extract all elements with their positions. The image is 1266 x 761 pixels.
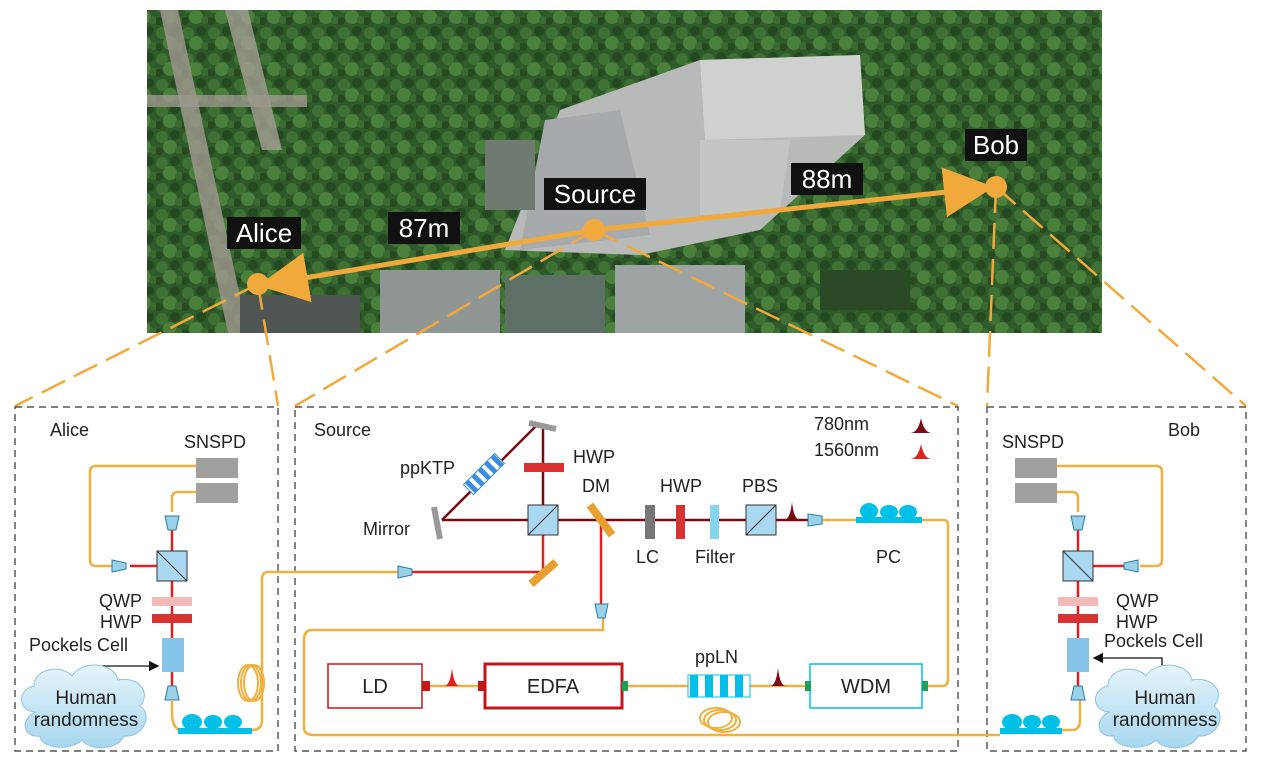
fiber-source-to-alice <box>220 570 398 732</box>
bob-snspd-detector-1 <box>1015 458 1057 478</box>
wdm-label: WDM <box>841 676 891 698</box>
bob-hwp-label: HWP <box>1116 612 1158 632</box>
fiber-pc-to-wdm <box>920 518 950 688</box>
pulse-780-icon <box>784 502 800 520</box>
filter <box>710 505 719 539</box>
source-hwp-mid-label: HWP <box>660 476 702 496</box>
liquid-crystal <box>645 505 655 539</box>
ppktp-label: ppKTP <box>400 458 455 478</box>
ppln-label: ppLN <box>695 647 738 667</box>
bob-panel-frame <box>986 406 1247 752</box>
distance-label-alice: 87m <box>399 213 450 243</box>
bob-qwp <box>1058 597 1098 606</box>
bob-qwp-label: QWP <box>1116 591 1159 611</box>
bob-collimator-top <box>1070 515 1086 531</box>
alice-cloud-line2: randomness <box>34 710 139 731</box>
pbs-label: PBS <box>742 476 778 496</box>
alice-qwp-label: QWP <box>99 591 142 611</box>
ppln-crystal <box>687 674 751 698</box>
source-bottom-mirror <box>528 558 559 588</box>
legend-780nm-pulse-icon <box>910 418 932 433</box>
pulse-1560-icon-1 <box>444 668 460 686</box>
arrow-to-alice <box>258 227 595 303</box>
source-top-mirror <box>528 420 557 432</box>
alice-panel-frame <box>14 406 279 752</box>
fiber-coil-ppln <box>699 707 741 733</box>
source-collimator-output <box>807 513 823 527</box>
alice-qwp <box>152 597 192 606</box>
bob-pockels-label: Pockels Cell <box>1104 631 1203 651</box>
alice-pockels-label: Pockels Cell <box>29 635 128 655</box>
ppktp-crystal <box>462 452 506 496</box>
source-hwp-top <box>524 463 564 472</box>
alice-snspd-detector-2 <box>196 483 238 503</box>
source-hwp-mid <box>676 505 685 539</box>
source-panel: Source 780nm 1560nm Mirror <box>314 414 932 710</box>
alice-collimator-side <box>111 559 127 573</box>
alice-pockels-cell <box>162 638 184 672</box>
alice-polarization-controller <box>178 714 252 734</box>
alice-panel-title: Alice <box>50 420 89 440</box>
dm-label: DM <box>582 476 610 496</box>
map-label-bob: Bob <box>973 130 1019 160</box>
bob-pockels-cell <box>1067 638 1089 672</box>
alice-cloud-line1: Human <box>55 688 116 709</box>
alice-hwp-label: HWP <box>100 612 142 632</box>
ld-label: LD <box>362 676 388 698</box>
zoom-connectors <box>14 186 1247 408</box>
legend-780nm-label: 780nm <box>814 414 869 434</box>
alice-panel: Alice SNSPD QWP HWP Pockels Cell <box>21 420 252 749</box>
filter-label: Filter <box>695 547 735 567</box>
bob-hwp <box>1058 614 1098 623</box>
arrow-to-bob <box>593 167 994 233</box>
dichroic-mirror <box>586 502 616 538</box>
bob-cloud-line1: Human <box>1134 688 1195 709</box>
legend-1560nm-pulse-icon <box>910 444 932 459</box>
bob-collimator-bottom <box>1070 685 1086 701</box>
source-polarization-controller <box>856 503 922 523</box>
wdm-box <box>809 663 923 709</box>
edfa-label: EDFA <box>527 676 580 698</box>
bob-human-randomness-cloud: Human randomness <box>1095 664 1221 749</box>
alice-snspd-label: SNSPD <box>184 432 246 452</box>
source-collimator-alice <box>397 565 413 579</box>
mirror-label: Mirror <box>363 519 410 539</box>
alice-human-randomness-cloud: Human randomness <box>21 664 147 749</box>
lc-label: LC <box>636 547 659 567</box>
bob-panel: Bob SNSPD QWP HWP Pockels Cell Human ran… <box>1000 420 1221 749</box>
bob-snspd-label: SNSPD <box>1002 432 1064 452</box>
alice-collimator-bottom <box>164 685 180 701</box>
bob-polarization-controller <box>1000 714 1062 734</box>
pc-label: PC <box>876 547 901 567</box>
map-labels: Alice Source Bob 87m 88m <box>227 129 1027 249</box>
map-label-source: Source <box>554 179 636 209</box>
source-panel-frame <box>294 406 959 752</box>
bob-cloud-line2: randomness <box>1113 710 1218 731</box>
bob-collimator-side <box>1123 559 1139 573</box>
distance-label-bob: 88m <box>802 164 853 194</box>
map-label-alice: Alice <box>236 218 292 248</box>
fiber-coil-alice <box>237 664 265 702</box>
aerial-map <box>147 10 1102 333</box>
alice-snspd-detector-1 <box>196 458 238 478</box>
pulse-780-icon-2 <box>770 668 786 686</box>
source-panel-title: Source <box>314 420 371 440</box>
source-mirror <box>431 506 443 540</box>
bob-panel-title: Bob <box>1168 420 1200 440</box>
source-hwp-top-label: HWP <box>573 447 615 467</box>
ld-box <box>327 663 423 709</box>
bob-snspd-detector-2 <box>1015 483 1057 503</box>
source-collimator-bob <box>594 603 609 619</box>
fiber-source-to-bob <box>302 615 1000 737</box>
legend-1560nm-label: 1560nm <box>814 440 879 460</box>
alice-collimator-top <box>164 515 180 531</box>
alice-hwp <box>152 614 192 623</box>
